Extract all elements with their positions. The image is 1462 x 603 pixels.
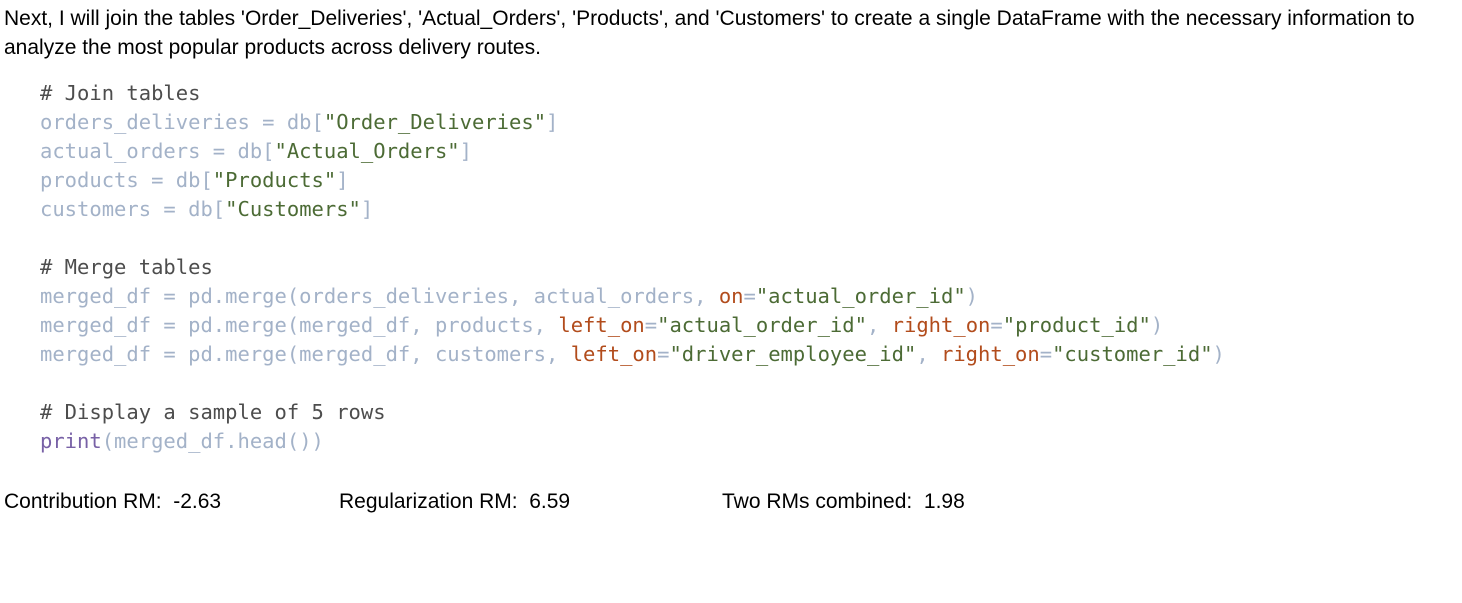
code-token: "actual_order_id" — [755, 284, 966, 308]
code-token: , — [916, 342, 941, 366]
code-token: products = db[ — [40, 168, 213, 192]
code-token: orders_deliveries = db[ — [40, 110, 324, 134]
code-token: # Display a sample of 5 rows — [40, 400, 386, 424]
code-token: left_on — [558, 313, 645, 337]
code-line: actual_orders = db["Actual_Orders"] — [40, 137, 1225, 166]
code-token: merged_df = pd.merge(merged_df, products… — [40, 313, 559, 337]
reward-scores: Contribution RM: -2.63 Regularization RM… — [4, 487, 965, 603]
code-token: merged_df = pd.merge(orders_deliveries, … — [40, 284, 719, 308]
code-token: on — [718, 284, 744, 308]
code-token: = — [990, 313, 1003, 337]
code-token: "product_id" — [1002, 313, 1151, 337]
code-token: # Merge tables — [40, 255, 213, 279]
code-token: customers = db[ — [40, 197, 226, 221]
contribution-rm-score: Contribution RM: -2.63 — [4, 490, 222, 513]
code-token: ) — [965, 284, 979, 308]
code-token: ] — [360, 197, 374, 221]
code-line: orders_deliveries = db["Order_Deliveries… — [40, 108, 1225, 137]
code-token: merged_df = pd.merge(merged_df, customer… — [40, 342, 571, 366]
code-line: # Join tables — [40, 79, 1225, 108]
code-line — [40, 369, 1225, 398]
code-token: = — [1039, 342, 1053, 366]
code-token: ] — [459, 139, 472, 163]
code-token: print — [40, 429, 102, 453]
code-token: # Join tables — [40, 81, 201, 105]
code-line — [40, 224, 1225, 253]
code-token: = — [644, 313, 658, 337]
code-token: actual_orders = db[ — [40, 139, 275, 163]
code-line: # Display a sample of 5 rows — [40, 398, 1225, 427]
code-token: (merged_df.head()) — [101, 429, 324, 453]
code-token: right_on — [941, 342, 1040, 366]
code-line: # Merge tables — [40, 253, 1225, 282]
code-token: , — [866, 313, 892, 337]
code-line: print(merged_df.head()) — [40, 427, 1225, 456]
combined-rm-score: Two RMs combined: 1.98 — [722, 490, 965, 513]
regularization-rm-score: Regularization RM: 6.59 — [339, 490, 571, 513]
code-line: merged_df = pd.merge(merged_df, customer… — [40, 340, 1225, 369]
code-token: ] — [336, 168, 349, 192]
code-token: "driver_employee_id" — [669, 342, 917, 366]
code-token: "Products" — [212, 168, 337, 192]
code-token: "Order_Deliveries" — [323, 110, 547, 134]
code-token: ] — [546, 110, 559, 134]
code-token: "actual_order_id" — [657, 313, 867, 337]
code-token: left_on — [570, 342, 658, 366]
code-token: "customer_id" — [1052, 342, 1213, 366]
code-block: # Join tables orders_deliveries = db["Ord… — [40, 79, 1225, 456]
code-token: ) — [1150, 313, 1164, 337]
code-token: right_on — [891, 313, 991, 337]
code-token: ) — [1212, 342, 1225, 366]
code-line: products = db["Products"] — [40, 166, 1225, 195]
code-line: merged_df = pd.merge(merged_df, products… — [40, 311, 1225, 340]
code-token: "Customers" — [225, 197, 361, 221]
code-token: "Actual_Orders" — [274, 139, 460, 163]
code-token: = — [743, 284, 756, 308]
code-line: customers = db["Customers"] — [40, 195, 1225, 224]
code-token: = — [657, 342, 670, 366]
intro-paragraph: Next, I will join the tables 'Order_Deli… — [4, 7, 1415, 59]
code-line: merged_df = pd.merge(orders_deliveries, … — [40, 282, 1225, 311]
